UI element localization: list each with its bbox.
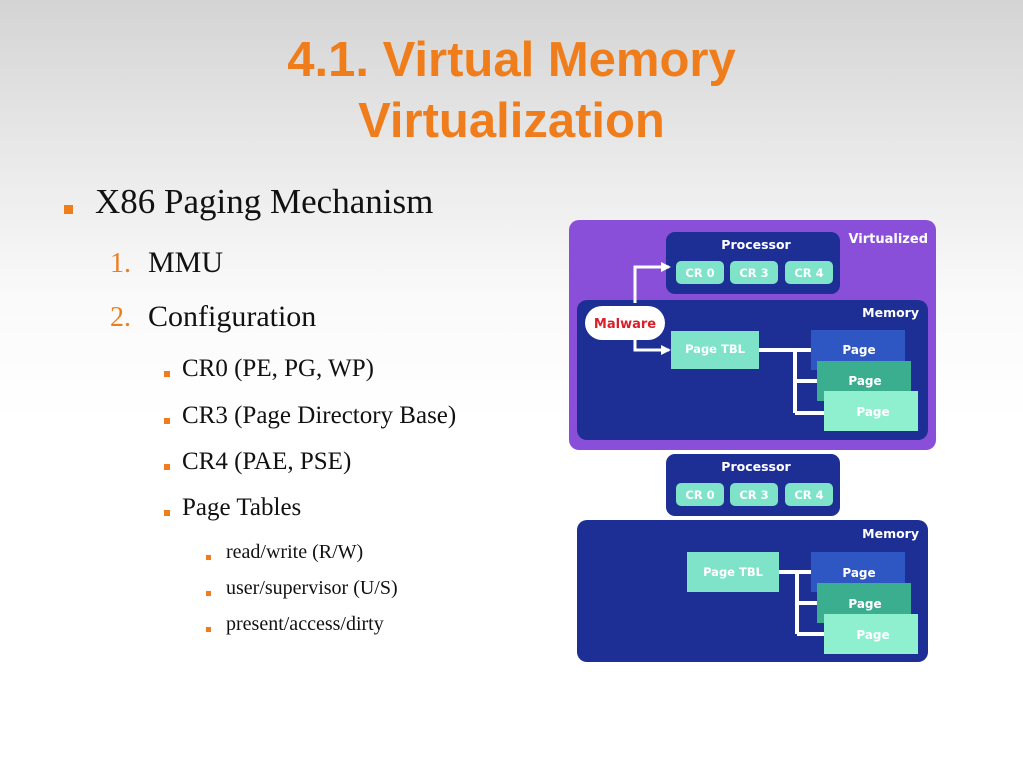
bottom-memory-label: Memory <box>862 526 919 541</box>
numbered-2-index: 2. <box>110 302 131 333</box>
malware-badge <box>585 306 665 340</box>
numbered-1-label: MMU <box>148 246 224 279</box>
top-page-1-label: Page <box>842 343 875 357</box>
top-register-cr3 <box>730 261 778 284</box>
bullet-l3 <box>164 464 170 470</box>
bottom-page-1-label: Page <box>842 566 875 580</box>
slide-title-line-1: 4.1. Virtual Memory <box>287 33 736 87</box>
outline-rw: read/write (R/W) <box>226 541 364 563</box>
bottom-register-cr0 <box>676 483 724 506</box>
virtualized-tag: Virtualized <box>848 232 928 247</box>
numbered-2-label: Configuration <box>148 300 317 333</box>
bottom-register-cr4 <box>785 483 833 506</box>
top-page-3 <box>824 391 918 431</box>
bottom-register-cr3 <box>730 483 778 506</box>
malware-label: Malware <box>594 317 656 332</box>
bullet-l1 <box>64 205 73 214</box>
paging-diagram: Virtualized Processor CR 0 CR 3 CR 4 Mem… <box>569 220 936 662</box>
numbered-1-index: 1. <box>110 248 131 279</box>
top-register-cr4 <box>785 261 833 284</box>
bottom-register-cr0-label: CR 0 <box>685 488 714 502</box>
bullet-l4 <box>206 591 211 596</box>
top-page-2-label: Page <box>848 374 881 388</box>
top-page-table-label: Page TBL <box>685 342 746 356</box>
top-register-cr0 <box>676 261 724 284</box>
top-register-cr3-label: CR 3 <box>739 266 768 280</box>
top-register-cr0-label: CR 0 <box>685 266 714 280</box>
bottom-page-2-label: Page <box>848 597 881 611</box>
outline-cr4: CR4 (PAE, PSE) <box>182 448 352 475</box>
malware-arrow-to-page-table <box>633 338 671 355</box>
outline-cr0: CR0 (PE, PG, WP) <box>182 355 374 382</box>
bottom-page-3-label: Page <box>856 628 889 642</box>
top-page-3-label: Page <box>856 405 889 419</box>
slide-title: 4.1. Virtual Memory Virtualization <box>0 30 1023 152</box>
bullet-l4 <box>206 555 211 560</box>
bottom-processor-label: Processor <box>721 459 791 474</box>
top-memory-label: Memory <box>862 305 919 320</box>
bottom-register-cr4-label: CR 4 <box>794 488 823 502</box>
outline-level1: X86 Paging Mechanism <box>95 182 434 221</box>
outline-pad: present/access/dirty <box>226 613 384 635</box>
top-page-connectors <box>759 348 825 415</box>
top-processor-label: Processor <box>721 237 791 252</box>
slide-title-line-2: Virtualization <box>358 94 665 148</box>
top-register-cr4-label: CR 4 <box>794 266 823 280</box>
outline-page-tables: Page Tables <box>182 494 302 521</box>
bottom-page-3 <box>824 614 918 654</box>
bottom-page-table <box>687 552 779 592</box>
outline-us: user/supervisor (U/S) <box>226 577 398 599</box>
bullet-l3 <box>164 371 170 377</box>
top-page-table <box>671 331 759 369</box>
bullet-l4 <box>206 627 211 632</box>
bullet-l3 <box>164 418 170 424</box>
bottom-register-cr3-label: CR 3 <box>739 488 768 502</box>
bottom-page-table-label: Page TBL <box>703 565 764 579</box>
outline-cr3: CR3 (Page Directory Base) <box>182 402 457 429</box>
malware-arrow-to-processor <box>633 262 671 303</box>
bullet-l3 <box>164 510 170 516</box>
bottom-page-connectors <box>779 570 827 636</box>
